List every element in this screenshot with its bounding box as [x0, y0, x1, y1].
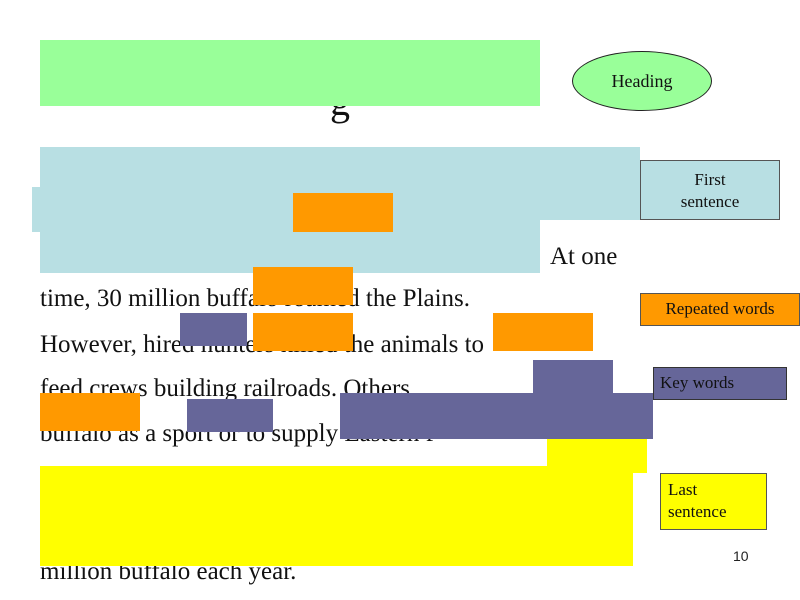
- repeated-word-highlight: [293, 193, 393, 232]
- first-sentence-label: First sentence: [640, 160, 780, 220]
- repeated-word-highlight: [493, 313, 593, 351]
- key-words-label: Key words: [653, 367, 787, 400]
- heading-highlight: [40, 40, 540, 106]
- page-number: 10: [733, 548, 749, 564]
- last-sentence-label-text: Last sentence: [668, 480, 727, 521]
- repeated-word-highlight: [40, 393, 140, 431]
- heading-label-text: Heading: [611, 70, 673, 91]
- repeated-word-highlight: [253, 267, 353, 305]
- repeated-words-label: Repeated words: [640, 293, 800, 326]
- heading-label: Heading: [572, 51, 712, 111]
- first-sentence-highlight-lower: [40, 220, 540, 273]
- last-sentence-highlight: [40, 466, 633, 566]
- key-words-label-text: Key words: [660, 373, 735, 392]
- key-word-highlight: [187, 399, 273, 432]
- key-word-highlight: [533, 360, 613, 397]
- repeated-word-highlight: [253, 313, 353, 351]
- first-sentence-label-text: First sentence: [680, 170, 740, 211]
- key-word-highlight: [180, 313, 247, 346]
- repeated-words-label-text: Repeated words: [665, 299, 775, 318]
- paragraph-line-1-tail: At one: [550, 243, 618, 270]
- last-sentence-label: Last sentence: [660, 473, 767, 530]
- key-word-highlight: [340, 393, 653, 439]
